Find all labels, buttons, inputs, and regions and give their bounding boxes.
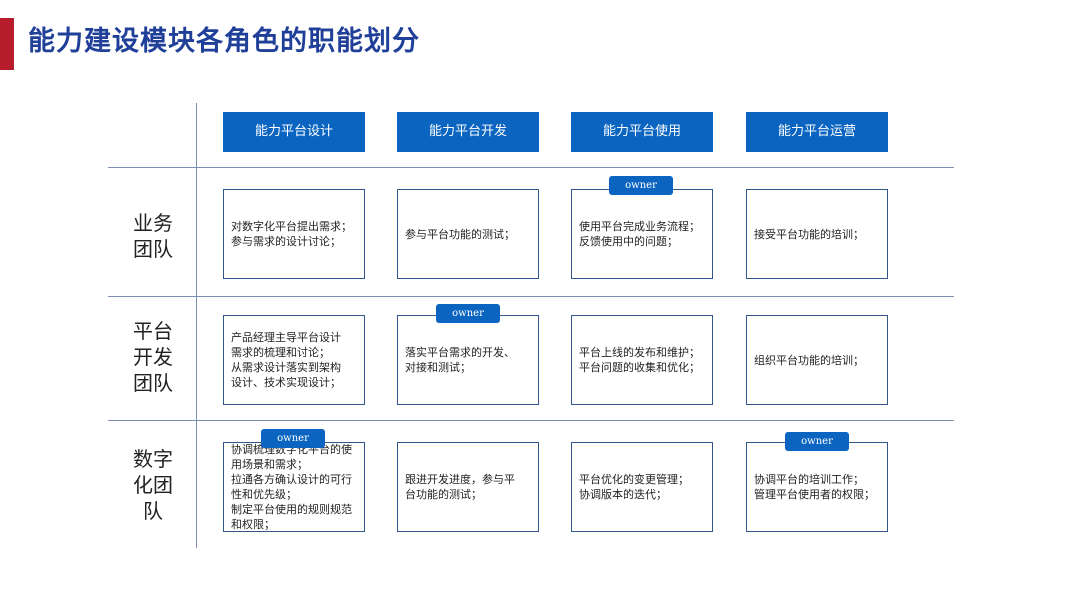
cell-text: 对数字化平台提出需求； 参与需求的设计讨论；	[231, 220, 352, 248]
cell-text: 协调平台的培训工作； 管理平台使用者的权限；	[754, 473, 875, 501]
cell-text: 跟进开发进度，参与平 台功能的测试；	[405, 473, 515, 501]
owner-badge-business-usage: owner	[609, 176, 673, 195]
row-label-business-team: 业务 团队	[133, 211, 173, 261]
cell-text: 协调梳理数字化平台的使 用场景和需求； 拉通各方确认设计的可行 性和优先级； 制…	[231, 443, 352, 531]
column-header-development: 能力平台开发	[397, 112, 539, 152]
cell-text: 产品经理主导平台设计 需求的梳理和讨论； 从需求设计落实到架构 设计、技术实现设…	[231, 331, 341, 389]
cell-business-usage: 使用平台完成业务流程； 反馈使用中的问题；	[571, 189, 713, 279]
column-header-usage: 能力平台使用	[571, 112, 713, 152]
cell-platform-usage: 平台上线的发布和维护； 平台问题的收集和优化；	[571, 315, 713, 405]
cell-text: 使用平台完成业务流程； 反馈使用中的问题；	[579, 220, 700, 248]
cell-text: 组织平台功能的培训；	[754, 353, 864, 367]
cell-business-design: 对数字化平台提出需求； 参与需求的设计讨论；	[223, 189, 365, 279]
owner-badge-digital-operation: owner	[785, 432, 849, 451]
row-label-platform-dev-team: 平台 开发 团队	[133, 319, 173, 395]
cell-text: 平台上线的发布和维护； 平台问题的收集和优化；	[579, 346, 700, 374]
cell-digital-development: 跟进开发进度，参与平 台功能的测试；	[397, 442, 539, 532]
owner-badge-platform-development: owner	[436, 304, 500, 323]
cell-text: 接受平台功能的培训；	[754, 227, 864, 241]
grid-line-1	[108, 167, 954, 168]
grid-line-2	[108, 296, 954, 297]
cell-business-development: 参与平台功能的测试；	[397, 189, 539, 279]
column-header-design: 能力平台设计	[223, 112, 365, 152]
owner-badge-digital-design: owner	[261, 429, 325, 448]
cell-platform-design: 产品经理主导平台设计 需求的梳理和讨论； 从需求设计落实到架构 设计、技术实现设…	[223, 315, 365, 405]
grid-line-3	[108, 420, 954, 421]
cell-digital-operation: 协调平台的培训工作； 管理平台使用者的权限；	[746, 442, 888, 532]
cell-digital-design: 协调梳理数字化平台的使 用场景和需求； 拉通各方确认设计的可行 性和优先级； 制…	[223, 442, 365, 532]
cell-business-operation: 接受平台功能的培训；	[746, 189, 888, 279]
cell-text: 参与平台功能的测试；	[405, 227, 515, 241]
cell-digital-usage: 平台优化的变更管理； 协调版本的迭代；	[571, 442, 713, 532]
cell-platform-operation: 组织平台功能的培训；	[746, 315, 888, 405]
title-accent-bar	[0, 18, 14, 70]
cell-text: 平台优化的变更管理； 协调版本的迭代；	[579, 473, 689, 501]
column-header-operation: 能力平台运营	[746, 112, 888, 152]
grid-vertical-line	[196, 103, 197, 548]
cell-platform-development: 落实平台需求的开发、 对接和测试；	[397, 315, 539, 405]
cell-text: 落实平台需求的开发、 对接和测试；	[405, 346, 515, 374]
row-label-digital-team: 数字 化团 队	[133, 447, 173, 523]
page-title: 能力建设模块各角色的职能划分	[28, 26, 420, 57]
